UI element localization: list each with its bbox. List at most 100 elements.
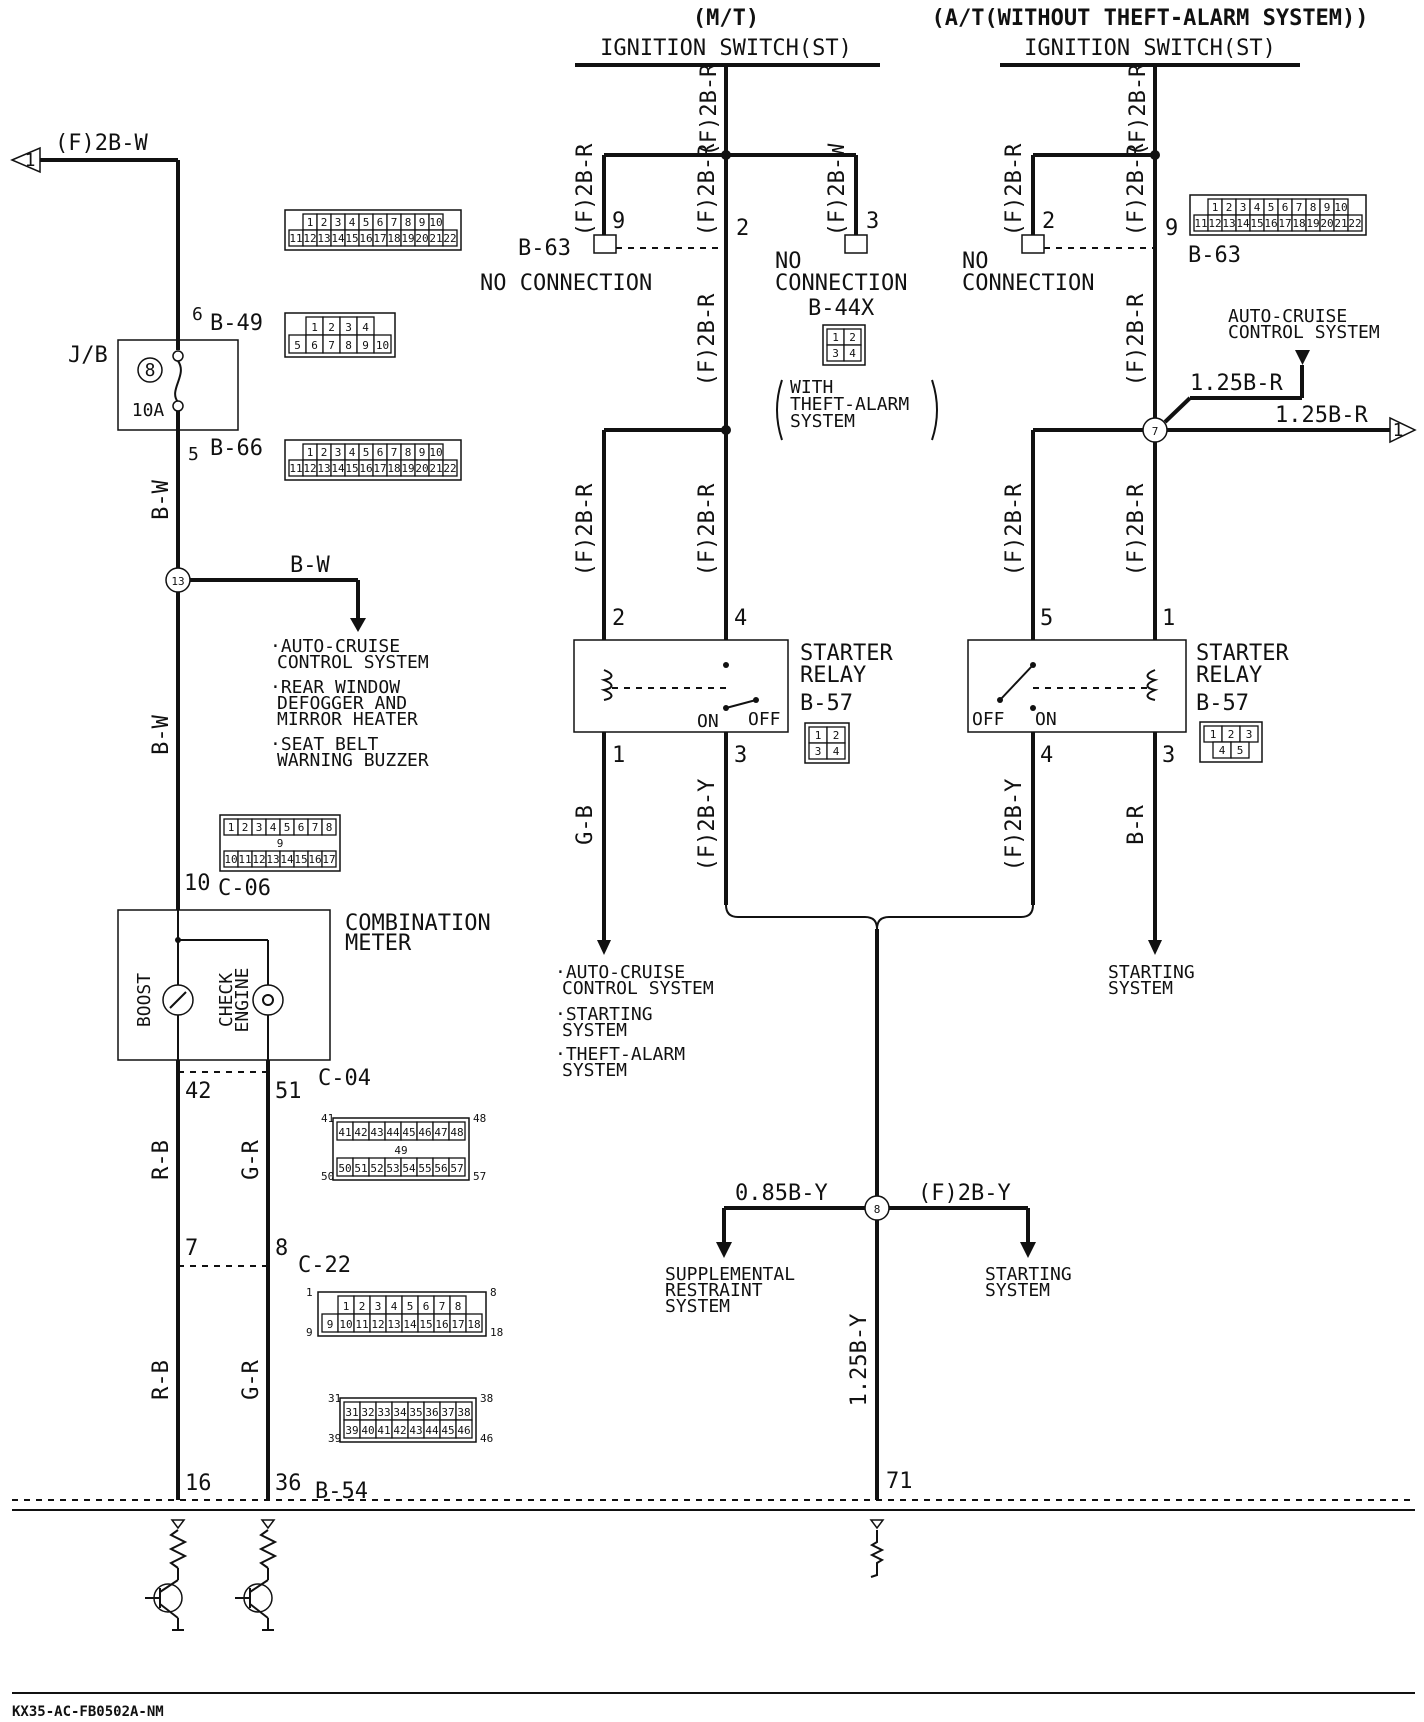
pin-number: 3 xyxy=(345,321,352,334)
pin-number: 6 xyxy=(377,216,384,229)
mt-relay-off: OFF xyxy=(748,709,781,730)
target-line: MIRROR HEATER xyxy=(277,709,418,730)
target-line: DEFOGGER AND xyxy=(277,693,407,714)
pin-number: 43 xyxy=(409,1424,422,1437)
mt-relay-connector: B-57 xyxy=(800,691,853,716)
mt-wire-label-gb: G-B xyxy=(573,805,598,845)
pin-71: 71 xyxy=(886,1469,913,1494)
at-wire-label-relay-right: (F)2B-R xyxy=(1124,483,1149,576)
pin-number: 52 xyxy=(370,1162,383,1175)
contact xyxy=(723,662,729,668)
mt-connector-b44x: B-44X xyxy=(808,296,875,321)
at-relay-pin-3: 3 xyxy=(1162,743,1175,768)
pin-number: 16 xyxy=(1264,217,1277,230)
pin-number: 10 xyxy=(224,853,237,866)
pin-number: 17 xyxy=(451,1318,464,1331)
corner-pin-number: 1 xyxy=(306,1286,313,1299)
pin-number: 2 xyxy=(1226,201,1233,214)
pin-number: 5 xyxy=(1268,201,1275,214)
mt-relay-on: ON xyxy=(697,711,719,732)
pin-number: 9 xyxy=(327,1318,334,1331)
target-line: CONTROL SYSTEM xyxy=(562,978,714,999)
pin-number: 10 xyxy=(1334,201,1347,214)
pin-number: 40 xyxy=(361,1424,374,1437)
pin-number: 14 xyxy=(331,232,345,245)
pin-number: 12 xyxy=(1208,217,1221,230)
start-target-2: SYSTEM xyxy=(985,1280,1050,1301)
ecu-transistor-1 xyxy=(145,1519,188,1631)
fuse-element xyxy=(174,360,182,403)
pin-number: 17 xyxy=(373,232,386,245)
pin-number: 6 xyxy=(311,339,318,352)
mt-no-connection-1: NO CONNECTION xyxy=(480,271,652,296)
target-line: SYSTEM xyxy=(562,1060,627,1081)
pin-number: 44 xyxy=(386,1126,400,1139)
pin-number: 8 xyxy=(345,339,352,352)
pin-number: 12 xyxy=(303,232,316,245)
pin-number: 56 xyxy=(434,1162,447,1175)
at-connector-b63: B-63 xyxy=(1188,243,1241,268)
at-offpage-arrow xyxy=(1389,416,1417,444)
pin-number: 11 xyxy=(289,232,302,245)
relay-switch xyxy=(999,664,1034,701)
pin-number: 3 xyxy=(335,216,342,229)
wire-label-gr-2: G-R xyxy=(239,1359,264,1399)
pin-number: 1 xyxy=(307,216,314,229)
pin-number: 48 xyxy=(450,1126,463,1139)
pin-number: 42 xyxy=(393,1424,406,1437)
pin-number: 19 xyxy=(1306,217,1319,230)
bottom-circuit: 8 0.85B-Y (F)2B-Y SUPPLEMENTAL RESTRAINT… xyxy=(665,904,1072,1578)
pin-number: 1 xyxy=(311,321,318,334)
pin-number: 19 xyxy=(401,462,414,475)
mt-relay-pin-4: 4 xyxy=(734,606,747,631)
pin-number: 9 xyxy=(1324,201,1331,214)
wire-label-gr-1: G-R xyxy=(239,1139,264,1179)
pin-number: 21 xyxy=(1334,217,1347,230)
pin-number: 16 xyxy=(435,1318,448,1331)
pin-number: 9 xyxy=(419,446,426,459)
pin-number: 5 xyxy=(363,216,370,229)
mt-variant-title: (M/T) xyxy=(693,6,759,31)
check-engine-label-1: CHECK xyxy=(216,973,237,1027)
pin-number: 20 xyxy=(415,462,428,475)
corner-pin-number: 31 xyxy=(328,1392,341,1405)
pin-number: 14 xyxy=(403,1318,417,1331)
pin-number: 4 xyxy=(349,216,356,229)
pin-number: 2 xyxy=(1228,728,1235,741)
at-wire-label-br: B-R xyxy=(1124,804,1149,844)
pin-number: 10 xyxy=(429,216,442,229)
connector-b66-label: B-66 xyxy=(210,436,263,461)
pin-number: 54 xyxy=(402,1162,416,1175)
pin-7: 7 xyxy=(185,1236,198,1261)
pin-number: 44 xyxy=(425,1424,439,1437)
at-no-connection-2: CONNECTION xyxy=(962,271,1094,296)
mt-no-connection-2a: NO xyxy=(775,249,802,274)
pin-number: 47 xyxy=(434,1126,447,1139)
connector-b49-label: B-49 xyxy=(210,311,263,336)
pin-number: 13 xyxy=(317,462,330,475)
pin-16: 16 xyxy=(185,1471,212,1496)
pin-number: 10 xyxy=(429,446,442,459)
target-line: ·AUTO-CRUISE xyxy=(555,962,685,983)
mt-relay-pin-1: 1 xyxy=(612,743,625,768)
mt-pin-9: 9 xyxy=(612,209,625,234)
pin-number: 11 xyxy=(238,853,251,866)
pin-number: 7 xyxy=(391,216,398,229)
pin-number: 45 xyxy=(402,1126,415,1139)
mt-wire-label-relay-left: (F)2B-R xyxy=(573,483,598,576)
wire-label-rb-2: R-B xyxy=(149,1360,174,1400)
at-variant-title: (A/T(WITHOUT THEFT-ALARM SYSTEM)) xyxy=(931,6,1368,31)
pin-number: 4 xyxy=(391,1300,398,1313)
combination-meter-box xyxy=(117,909,331,1061)
pin-number: 49 xyxy=(394,1144,407,1157)
pin-number: 3 xyxy=(1240,201,1247,214)
fuse-number-badge xyxy=(137,357,163,383)
pin-number: 2 xyxy=(321,216,328,229)
pin-number: 2 xyxy=(359,1300,366,1313)
pin-number: 21 xyxy=(429,462,442,475)
